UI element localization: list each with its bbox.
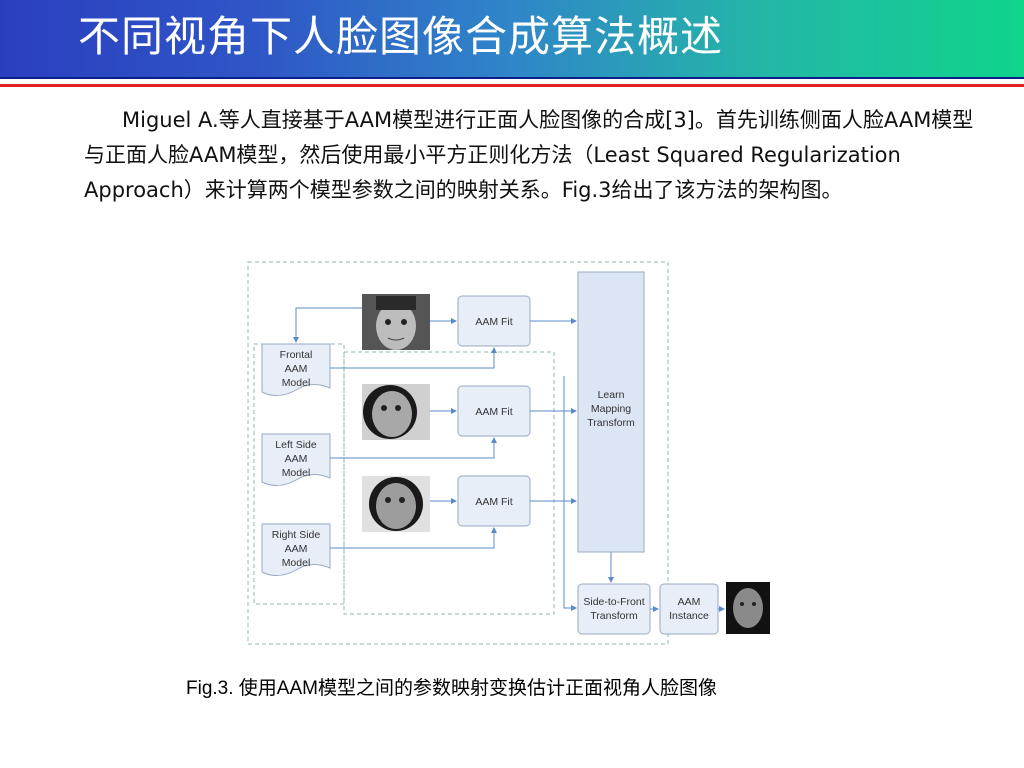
learn-line3: Transform [587,417,635,429]
title-divider [0,84,1024,87]
outer-dashed-border [247,261,669,645]
frontal-model-line2: AAM [285,363,308,375]
architecture-figure: Frontal AAM Model Left Side AAM Model Ri… [244,256,774,656]
frontal-face-photo [362,294,430,350]
stf-line2: Transform [590,610,638,622]
stf-line1: Side-to-Front [583,596,644,608]
diagram-connectors [293,307,725,612]
right-model-line1: Right Side [272,529,321,541]
aam-fit-frontal: AAM Fit [457,295,531,347]
figure-caption: Fig.3. 使用AAM模型之间的参数映射变换估计正面视角人脸图像 [186,678,717,699]
title-bar: 不同视角下人脸图像合成算法概述 [0,0,1024,79]
fits-dashed-group [343,351,555,615]
instance-line2: Instance [669,610,709,622]
side-to-front-transform: Side-to-Front Transform [577,583,651,635]
learn-line1: Learn [598,389,625,401]
right-model-line2: AAM [285,543,308,555]
aam-instance: AAM Instance [659,583,719,635]
left-model-line3: Model [282,467,311,479]
paragraph-text: Miguel A.等人直接基于AAM模型进行正面人脸图像的合成[3]。首先训练侧… [84,108,974,202]
fit-label-2: AAM Fit [475,406,512,418]
aam-fit-left: AAM Fit [457,385,531,437]
right-side-aam-model: Right Side AAM Model [261,523,331,576]
instance-line1: AAM [678,596,701,608]
right-model-line3: Model [282,557,311,569]
frontal-aam-model: Frontal AAM Model [261,343,331,396]
slide-title: 不同视角下人脸图像合成算法概述 [78,12,724,61]
left-model-line2: AAM [285,453,308,465]
left-model-line1: Left Side [275,439,317,451]
fit-label-1: AAM Fit [475,316,512,328]
fit-label-3: AAM Fit [475,496,512,508]
frontal-model-line3: Model [282,377,311,389]
left-side-aam-model: Left Side AAM Model [261,433,331,486]
body-paragraph: Miguel A.等人直接基于AAM模型进行正面人脸图像的合成[3]。首先训练侧… [84,103,984,208]
left-side-face-photo [362,384,430,440]
aam-fit-right: AAM Fit [457,475,531,527]
learn-mapping-transform: Learn Mapping Transform [577,271,645,553]
frontal-model-line1: Frontal [280,349,313,361]
learn-line2: Mapping [591,403,631,415]
right-side-face-photo [362,476,430,532]
architecture-diagram: Frontal AAM Model Left Side AAM Model Ri… [247,261,770,645]
output-face-photo [726,582,770,634]
